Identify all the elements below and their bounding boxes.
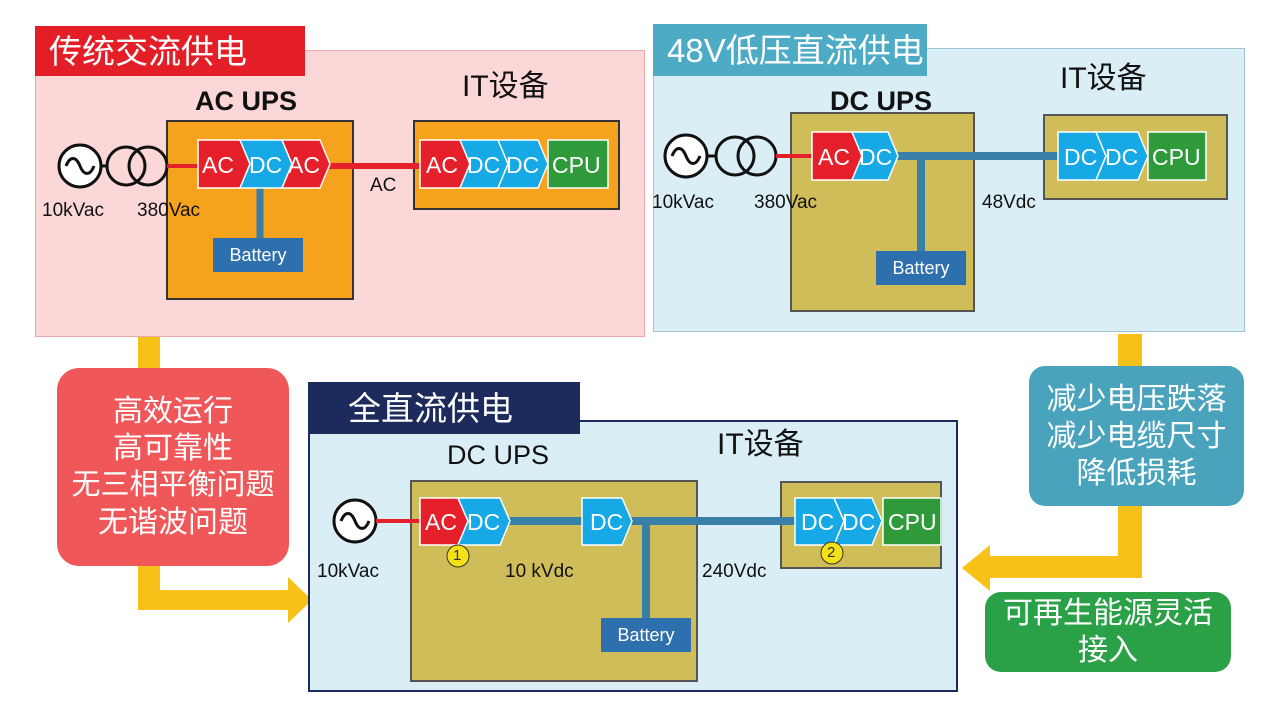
- renewable-callout: 可再生能源灵活 接入: [985, 592, 1231, 672]
- dc48-ups-block-dc: [850, 131, 899, 181]
- ups-block-ac-in-label: AC: [202, 152, 234, 178]
- ac-ups-label: AC UPS: [195, 86, 298, 116]
- marker-2-circle: [820, 541, 844, 565]
- it-cpu-block: [547, 139, 609, 189]
- dc48-source-voltage-label: 10kVac: [652, 192, 714, 213]
- fulldc-cpu-label: CPU: [888, 509, 937, 535]
- dc48-it-label: IT设备: [1060, 62, 1147, 95]
- dc48-ups-dc-label: DC: [859, 144, 893, 170]
- renewable-line-2: 接入: [1078, 634, 1138, 667]
- source-voltage-label: 10kVac: [42, 200, 104, 221]
- fulldc-it-label: IT设备: [717, 428, 804, 461]
- dc48-ups-ac-label: AC: [818, 144, 850, 170]
- dc48-cpu-block: [1147, 131, 1207, 181]
- fulldc-source-voltage-label: 10kVac: [317, 561, 379, 582]
- battery-block: Battery: [213, 238, 303, 272]
- fulldc-mid-voltage-label: 10 kVdc: [505, 561, 574, 582]
- benefit-less-voltage-drop: 减少电压跌落: [1046, 382, 1227, 416]
- dc48-input-voltage-label: 380Vac: [754, 192, 818, 213]
- it-block-ac-label: AC: [426, 152, 458, 178]
- benefit-smaller-cable: 减少电缆尺寸: [1046, 419, 1227, 453]
- fulldc-mid-dc-label: DC: [590, 509, 624, 535]
- fulldc-it-dc2-label: DC: [842, 509, 876, 535]
- ac-bus-label: AC: [370, 175, 397, 196]
- fulldc-title: 全直流供电: [308, 382, 580, 434]
- marker-1-circle: [446, 544, 470, 568]
- fulldc-battery-block: Battery: [601, 618, 691, 652]
- dc48-bus-label: 48Vdc: [982, 192, 1036, 213]
- dc48-battery-block: Battery: [876, 251, 966, 285]
- ups-block-dc-label: DC: [249, 152, 283, 178]
- dc48-title: 48V低压直流供电: [653, 24, 927, 76]
- benefit-high-reliability: 高可靠性: [113, 432, 233, 465]
- fulldc-bus-label: 240Vdc: [702, 561, 767, 582]
- fulldc-it-dc1-label: DC: [801, 509, 835, 535]
- dc48-it-dc1-label: DC: [1064, 144, 1098, 170]
- ups-block-ac-out: [280, 139, 331, 189]
- dc48-it-block-dc-2: [1094, 131, 1149, 181]
- benefit-no-harmonics: 无谐波问题: [98, 506, 248, 539]
- benefits-callout-left: 高效运行 高可靠性 无三相平衡问题 无谐波问题: [57, 368, 289, 566]
- marker-1-label: 1: [453, 547, 462, 564]
- fulldc-ups-block-dc: [456, 497, 511, 546]
- dc48-cpu-label: CPU: [1152, 144, 1201, 170]
- it-cpu-label: CPU: [552, 152, 601, 178]
- fulldc-it-block-dc-2: [832, 497, 883, 546]
- right-flow-arrow: [962, 334, 1142, 591]
- ups-block-ac-out-label: AC: [288, 152, 320, 178]
- fulldc-ups-label: DC UPS: [447, 440, 550, 470]
- marker-2-label: 2: [827, 544, 836, 561]
- benefit-no-phase-balance: 无三相平衡问题: [71, 469, 275, 501]
- it-block-dc1-label: DC: [467, 152, 501, 178]
- it-block-dc-2: [496, 139, 549, 189]
- traditional-ac-title: 传统交流供电: [35, 26, 305, 76]
- fulldc-mid-block-dc: [581, 497, 633, 546]
- benefit-lower-loss: 降低损耗: [1076, 456, 1197, 490]
- fulldc-ups-ac-label: AC: [425, 509, 457, 535]
- dc48-it-dc2-label: DC: [1105, 144, 1139, 170]
- benefits-callout-right: 减少电压跌落 减少电缆尺寸 降低损耗: [1029, 366, 1244, 506]
- ups-input-voltage-label: 380Vac: [137, 200, 201, 221]
- benefit-high-efficiency: 高效运行: [113, 395, 233, 428]
- it-equipment-label: IT设备: [462, 70, 549, 103]
- dc48-ups-label: DC UPS: [830, 86, 933, 116]
- it-block-dc2-label: DC: [506, 152, 540, 178]
- fulldc-ups-dc-label: DC: [467, 509, 501, 535]
- renewable-line-1: 可再生能源灵活: [1003, 597, 1213, 630]
- fulldc-cpu-block: [882, 497, 942, 546]
- left-flow-arrow: [138, 337, 312, 623]
